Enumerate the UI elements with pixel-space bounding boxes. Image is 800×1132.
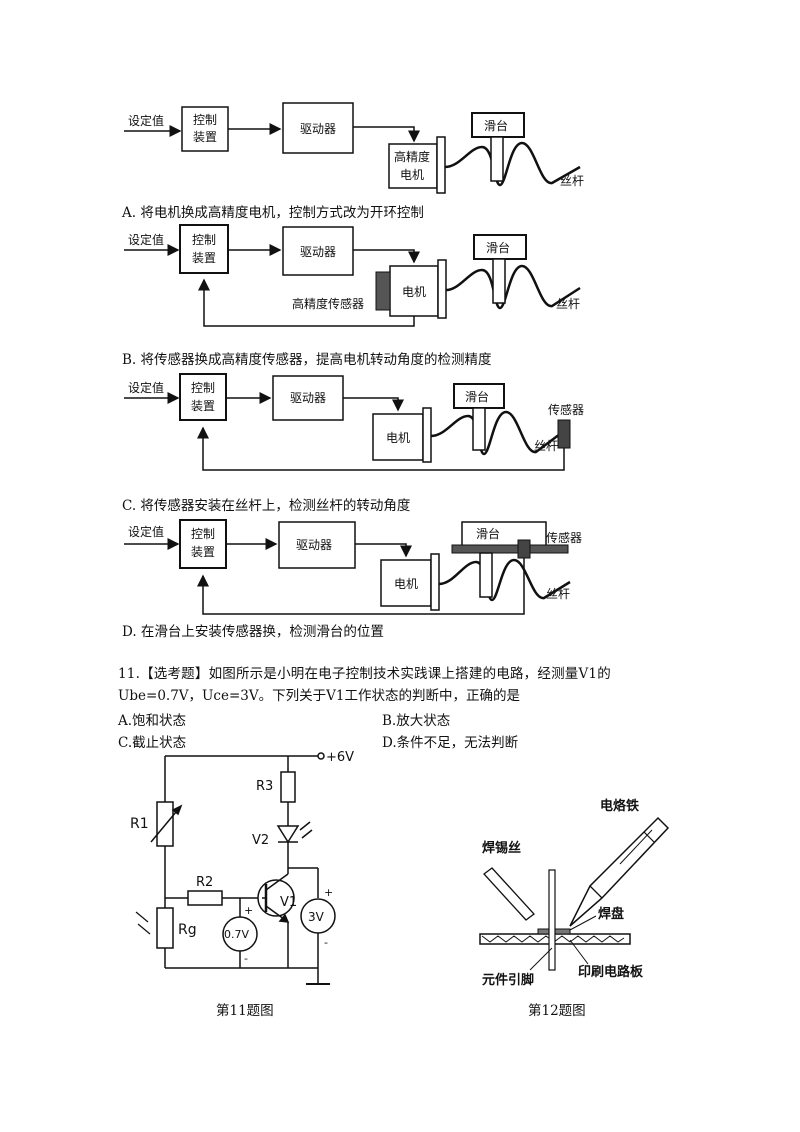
motor-block — [388, 143, 438, 189]
controller-label: 控制 — [191, 381, 215, 395]
r2-label: R2 — [196, 875, 213, 890]
controller-label: 控制 — [192, 233, 216, 247]
choice-d[interactable]: D.条件不足，无法判断 — [382, 735, 519, 751]
controller-label: 装置 — [191, 399, 215, 413]
controller-label: 装置 — [193, 130, 217, 144]
q11-stem-line1: 11.【选考题】如图所示是小明在电子控制技术实践课上搭建的电路，经测量V1的 — [118, 666, 611, 682]
sensor-block — [557, 419, 571, 449]
slider-block — [461, 521, 547, 547]
soldering-diagram: 电烙铁 焊锡丝 焊盘 元件引脚 印刷电路板 — [479, 798, 670, 988]
controller-label: 控制 — [193, 113, 217, 127]
screw-label: 丝杆 — [560, 174, 584, 188]
iron-label: 电烙铁 — [600, 798, 639, 814]
slider-block — [453, 383, 505, 409]
choice-a[interactable]: A.饱和状态 — [118, 713, 187, 729]
motor-block — [380, 559, 432, 607]
driver-label: 驱动器 — [296, 538, 332, 552]
driver-block — [278, 521, 356, 569]
diagram-b: 设定值 控制 装置 驱动器 电机 高精度传感器 滑台 丝杆 — [124, 224, 581, 327]
driver-label: 驱动器 — [300, 245, 336, 259]
slider-block — [471, 112, 525, 138]
pcb-label: 印刷电路板 — [578, 964, 644, 980]
guide-rail — [451, 544, 569, 554]
caption-figure-12: 第12题图 — [528, 1003, 586, 1019]
driver-block — [282, 102, 354, 154]
vbe-meter-label: 0.7V — [224, 928, 249, 941]
q11-stem-line2: Ube=0.7V，Uce=3V。下列关于V1工作状态的判断中，正确的是 — [118, 688, 520, 704]
plus-sign: + — [324, 886, 333, 899]
controller-label: 控制 — [191, 527, 215, 541]
diagram-d: 设定值 控制 装置 驱动器 电机 滑台 传感器 丝杆 — [124, 519, 582, 615]
controller-label: 装置 — [191, 545, 215, 559]
sensor-label: 高精度传感器 — [292, 296, 364, 311]
driver-label: 驱动器 — [290, 391, 326, 405]
slider-label: 滑台 — [484, 118, 508, 133]
driver-block — [282, 226, 354, 276]
screw-label: 丝杆 — [534, 439, 558, 453]
supply-label: +6V — [326, 750, 354, 765]
r3-label: R3 — [256, 779, 273, 794]
driver-block — [272, 375, 344, 421]
controller-block — [179, 373, 227, 421]
minus-sign: - — [244, 952, 248, 965]
minus-sign: - — [324, 936, 328, 949]
motor-label: 电机 — [394, 577, 418, 591]
v2-label: V2 — [252, 833, 269, 848]
setpoint-label: 设定值 — [128, 113, 164, 128]
pad-label: 焊盘 — [598, 906, 624, 922]
sensor-block — [517, 539, 531, 559]
motor-label: 高精度 — [394, 149, 430, 164]
slider-label: 滑台 — [486, 240, 510, 255]
sensor-label: 传感器 — [548, 402, 584, 417]
option-a: A. 将电机换成高精度电机，控制方式改为开环控制 — [122, 205, 424, 221]
motor-label: 电机 — [386, 431, 410, 445]
motor-label: 电机 — [400, 168, 424, 182]
screw-label: 丝杆 — [556, 297, 580, 311]
setpoint-label: 设定值 — [128, 380, 164, 395]
slider-label: 滑台 — [465, 389, 489, 404]
diagram-a: 设定值 控制 装置 驱动器 高精度 电机 滑台 丝杆 — [124, 102, 584, 194]
setpoint-label: 设定值 — [128, 524, 164, 539]
motor-label: 电机 — [402, 285, 426, 299]
option-c: C. 将传感器安装在丝杆上，检测丝杆的转动角度 — [122, 498, 411, 514]
caption-figure-11: 第11题图 — [216, 1003, 274, 1019]
solder-wire — [483, 867, 535, 921]
option-b: B. 将传感器换成高精度传感器，提高电机转动角度的检测精度 — [122, 352, 492, 368]
slider-label: 滑台 — [476, 526, 500, 541]
r1-label: R1 — [130, 816, 149, 832]
controller-block — [179, 519, 227, 569]
controller-block — [179, 224, 229, 274]
slider-block — [473, 234, 527, 260]
setpoint-label: 设定值 — [128, 232, 164, 247]
rg-label: Rg — [178, 922, 197, 938]
diagram-c: 设定值 控制 装置 驱动器 电机 滑台 传感器 丝杆 — [124, 373, 584, 471]
vce-meter-label: 3V — [308, 910, 325, 924]
choice-c[interactable]: C.截止状态 — [118, 735, 187, 751]
option-d: D. 在滑台上安装传感器换，检测滑台的位置 — [122, 624, 384, 640]
screw-label: 丝杆 — [546, 587, 570, 601]
component-lead — [548, 869, 556, 971]
sensor-label: 传感器 — [546, 530, 582, 545]
lead-label: 元件引脚 — [482, 972, 534, 988]
v1-label: V1 — [280, 895, 297, 910]
soldering-iron — [569, 816, 670, 927]
choice-b[interactable]: B.放大状态 — [382, 713, 451, 729]
driver-label: 驱动器 — [300, 122, 336, 136]
sensor-block — [375, 271, 391, 311]
wire-label: 焊锡丝 — [482, 840, 521, 856]
circuit-diagram: +6V R1 R2 R3 Rg V1 V2 0.7V 3V + - + - — [130, 750, 354, 985]
motor-block — [372, 413, 424, 461]
plus-sign: + — [244, 904, 253, 917]
controller-label: 装置 — [192, 251, 216, 265]
